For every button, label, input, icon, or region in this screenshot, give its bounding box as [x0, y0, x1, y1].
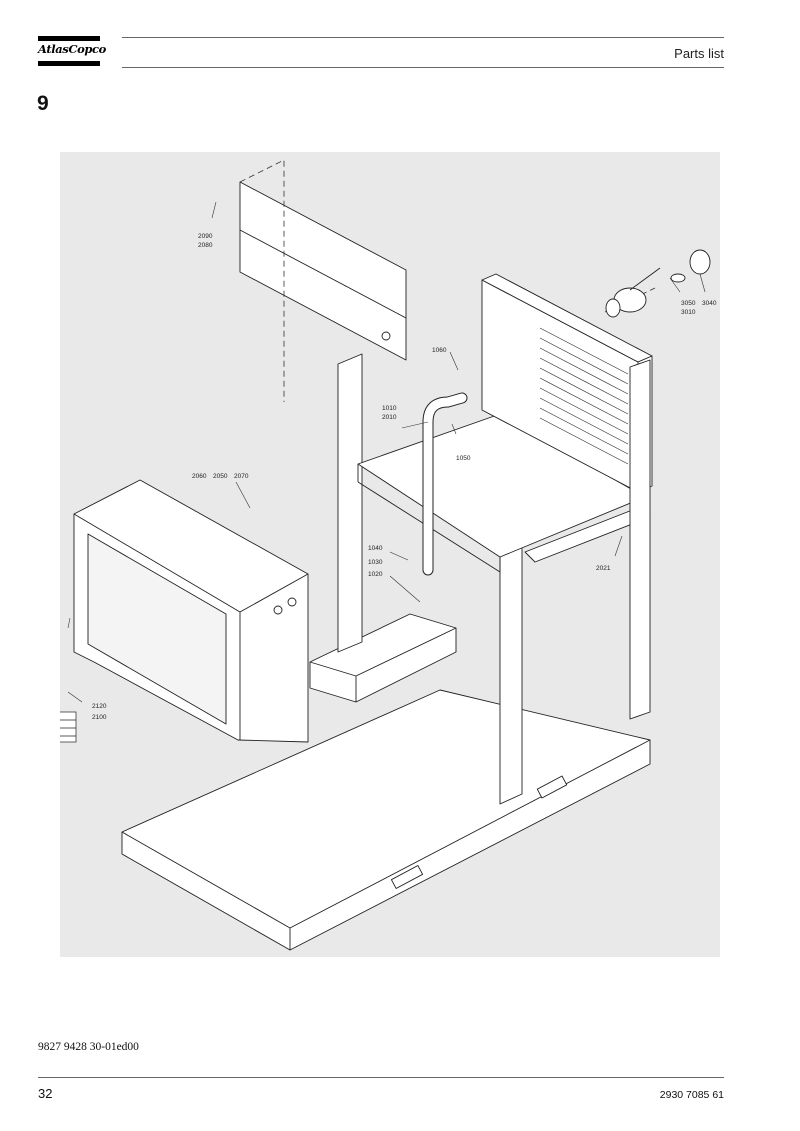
- ball-valve: [605, 249, 711, 318]
- callout-3010: 3010: [681, 309, 696, 316]
- base-frame: [121, 689, 651, 951]
- callout-1030: 1030: [368, 559, 383, 566]
- section-number: 9: [37, 92, 49, 115]
- callout-2060: 2060: [192, 473, 207, 480]
- top-cover-panel: [239, 181, 407, 361]
- cross-beam: [309, 613, 457, 703]
- callout-3040: 3040: [702, 300, 717, 307]
- logo-wordmark: AtlasCopco: [38, 42, 106, 56]
- exploded-view-svg: 2090 2080 1060 1010 2010 1050 3050 3040 …: [60, 159, 717, 951]
- callout-2080: 2080: [198, 242, 213, 249]
- callout-2120: 2120: [92, 703, 107, 710]
- callout-1060: 1060: [432, 347, 447, 354]
- callout-2021: 2021: [596, 565, 611, 572]
- callout-2100: 2100: [92, 714, 107, 721]
- page-number: 32: [38, 1086, 53, 1101]
- footer-rule: [38, 1077, 724, 1078]
- callout-1040: 1040: [368, 545, 383, 552]
- logo-bar-top: [38, 36, 100, 41]
- document-number: 2930 7085 61: [659, 1089, 724, 1101]
- atlas-copco-logo: AtlasCopco: [38, 36, 106, 68]
- callout-3050: 3050: [681, 300, 696, 307]
- rear-upright-left: [337, 353, 363, 653]
- assembly-line-cover: [239, 159, 285, 402]
- callout-2010: 2010: [382, 414, 397, 421]
- header-rule-bottom: [122, 67, 724, 68]
- callout-2090: 2090: [198, 233, 213, 240]
- logo-bar-bottom: [38, 61, 100, 66]
- louvres: [539, 327, 629, 465]
- callout-1010: 1010: [382, 405, 397, 412]
- exploded-view-drawing: 2090 2080 1060 1010 2010 1050 3050 3040 …: [60, 152, 720, 957]
- label-plate: [60, 711, 77, 743]
- callout-2050: 2050: [213, 473, 228, 480]
- callout-1050: 1050: [456, 455, 471, 462]
- drawing-code: 9827 9428 30-01ed00: [38, 1041, 139, 1053]
- callout-1020: 1020: [368, 571, 383, 578]
- document-type: Parts list: [674, 46, 724, 61]
- header-rule-top: [122, 37, 724, 38]
- rear-side-post: [629, 359, 651, 720]
- callout-2070: 2070: [234, 473, 249, 480]
